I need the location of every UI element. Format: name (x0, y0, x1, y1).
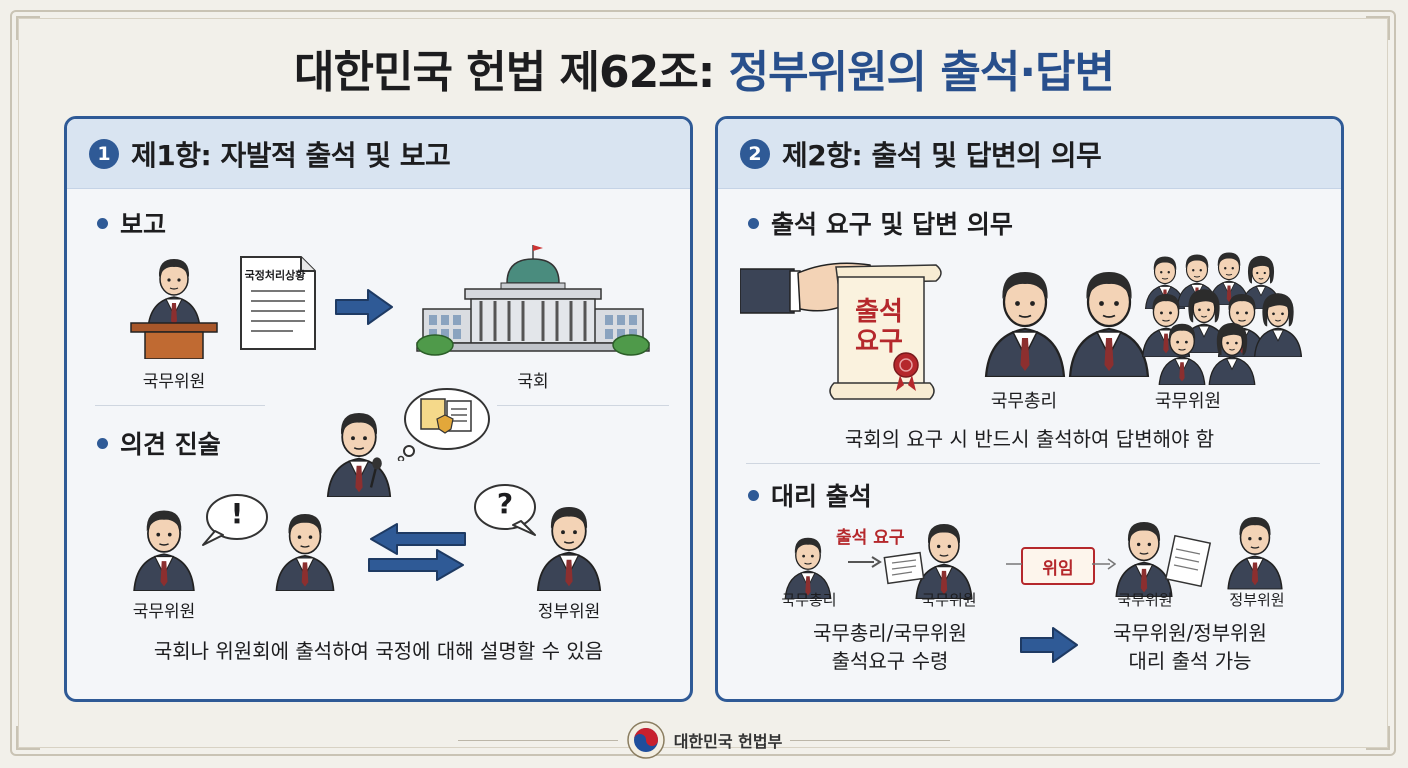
arrow-right-icon (334, 288, 394, 326)
small-arrow-icon (1092, 558, 1116, 570)
question-bubble-icon (474, 484, 536, 536)
section-divider (497, 405, 669, 406)
government-emblem-icon (626, 721, 665, 759)
request-label: 출석 요구 (836, 528, 905, 548)
exchange-arrows-icon (368, 523, 466, 581)
line-connector (1006, 563, 1022, 565)
prime-minister-icon (984, 270, 1066, 377)
minister-at-podium-icon (130, 258, 218, 359)
duty-caption: 국회의 요구 시 반드시 출석하여 답변해야 함 (844, 427, 1215, 451)
opinion-minister-label: 국무위원 (132, 602, 196, 622)
minister-receiving-document-icon (883, 523, 973, 599)
hand-holding-scroll-icon (740, 262, 942, 400)
proxy-caption-right-line1: 국무위원/정부위원 (1113, 621, 1267, 645)
question-mark: ? (496, 487, 514, 520)
left-panel-heading: 제1항: 자발적 출석 및 보고 (131, 138, 451, 172)
report-minister-label: 국무위원 (142, 372, 206, 392)
proxy-label-text: 대리 출석 (771, 482, 872, 511)
small-arrow-icon (848, 556, 882, 568)
outer-frame (10, 10, 1396, 756)
scroll-line-2: 요구 (855, 327, 903, 357)
proxy-caption-left-line2: 출석요구 수령 (831, 649, 949, 673)
duty-minister-label: 국무위원 (1154, 391, 1222, 412)
right-panel: 2 제2항: 출석 및 답변의 의무 출석 요구 및 답변 의무 출석 요구 국… (715, 116, 1344, 702)
right-panel-header: 2 제2항: 출석 및 답변의 의무 (718, 119, 1341, 189)
section-divider (95, 405, 265, 406)
section-divider (746, 463, 1320, 464)
frame-corner (16, 726, 40, 750)
left-panel: 1 제1항: 자발적 출석 및 보고 보고 국무위원 국정처리상황 (64, 116, 693, 702)
proxy-caption-left: 국무총리/국무위원 출석요구 수령 (780, 619, 1000, 675)
pm-label: 국무총리 (990, 391, 1058, 412)
delegate-badge: 위임 (1021, 547, 1095, 585)
title-highlight: 정부위원의 출석·답변 (728, 47, 1115, 98)
frame-corner (1366, 16, 1390, 40)
government-official-icon (536, 506, 602, 591)
proxy-caption-right: 국무위원/정부위원 대리 출석 가능 (1080, 619, 1300, 675)
proxy-minister-label: 국무위원 (921, 591, 977, 609)
right-panel-heading: 제2항: 출석 및 답변의 의무 (782, 138, 1102, 172)
proxy-pm-label: 국무총리 (781, 591, 837, 609)
bullet-dot (97, 437, 108, 449)
scroll-line-1: 출석 (855, 297, 903, 327)
report-label-text: 보고 (120, 210, 167, 239)
arrow-right-icon (1019, 626, 1079, 664)
proxy-official-label: 정부위원 (1229, 591, 1285, 609)
minister-group-member-icon (1208, 322, 1256, 385)
assembly-label: 국회 (517, 372, 549, 392)
footer: 대한민국 헌법부 (0, 720, 1408, 760)
report-section-label: 보고 (97, 205, 166, 241)
duty-label-text: 출석 요구 및 답변 의무 (771, 210, 1013, 239)
left-panel-header: 1 제1항: 자발적 출석 및 보고 (67, 119, 690, 189)
bullet-dot (748, 217, 759, 229)
government-official-icon (1227, 516, 1283, 590)
document-title: 국정처리상황 (244, 269, 306, 282)
national-assembly-building-icon (416, 245, 650, 356)
footer-text: 대한민국 헌법부 (673, 732, 783, 751)
minister-with-document-icon (1115, 521, 1212, 597)
page-title: 대한민국 헌법 제62조: 정부위원의 출석·답변 (0, 36, 1408, 100)
opinion-label-text: 의견 진술 (120, 430, 221, 459)
exclamation-mark: ! (230, 497, 244, 530)
inner-frame (18, 18, 1388, 748)
thought-bubble-documents-icon (397, 388, 490, 461)
title-main: 대한민국 헌법 제62조: (294, 47, 715, 98)
scroll-text: 출석 요구 (844, 297, 914, 357)
bullet-dot (97, 217, 108, 229)
opinion-caption: 국회나 위원회에 출석하여 국정에 대해 설명할 수 있음 (153, 639, 604, 663)
footer-line (457, 739, 618, 741)
proxy-caption-left-line1: 국무총리/국무위원 (813, 621, 967, 645)
section-number-badge: 1 (89, 138, 119, 169)
duty-section-label: 출석 요구 및 답변 의무 (748, 205, 1013, 241)
opinion-official-label: 정부위원 (537, 602, 601, 622)
speaker-with-microphone-icon (326, 412, 392, 497)
assembly-member-icon (275, 513, 335, 591)
bullet-dot (748, 489, 759, 501)
frame-corner (16, 16, 40, 40)
proxy-caption-right-line2: 대리 출석 가능 (1128, 649, 1252, 673)
speech-bubble-icon (202, 494, 268, 546)
minister-person-icon (133, 509, 195, 591)
minister-group-member-icon (1158, 323, 1206, 385)
section-number-badge: 2 (740, 138, 770, 169)
proxy-minister-label-2: 국무위원 (1117, 591, 1173, 609)
frame-corner (1366, 726, 1390, 750)
document-icon (240, 256, 316, 350)
proxy-section-label: 대리 출석 (748, 477, 872, 513)
footer-line (790, 739, 951, 741)
opinion-section-label: 의견 진술 (97, 425, 221, 461)
